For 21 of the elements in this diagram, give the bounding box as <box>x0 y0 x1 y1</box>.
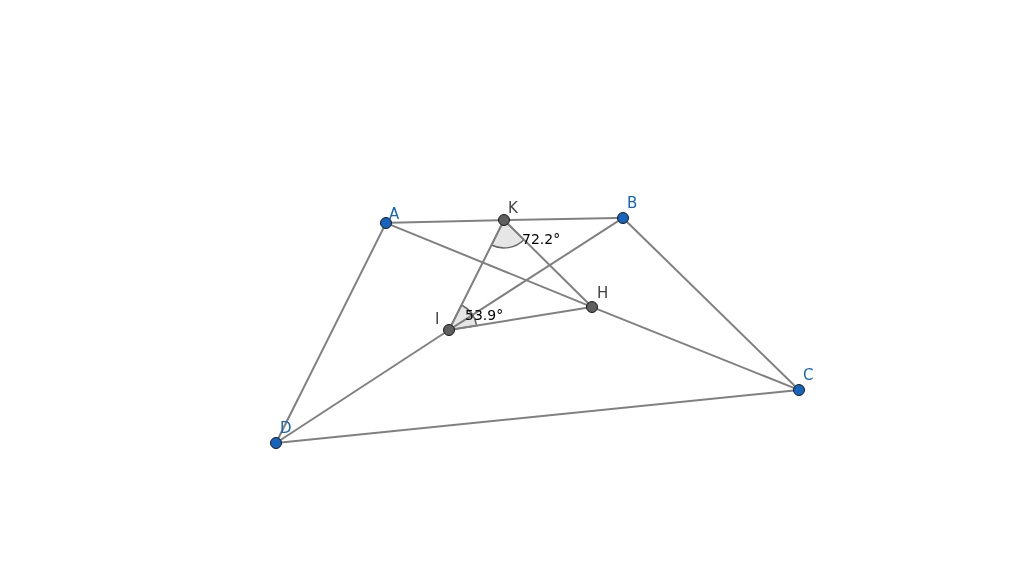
line-segment <box>452 219 620 329</box>
point-label: K <box>508 201 518 216</box>
point-label: A <box>389 207 400 222</box>
line-segment <box>595 307 796 390</box>
point-label: I <box>435 312 440 327</box>
line-segment <box>450 223 503 327</box>
angle-value: 53.9° <box>465 308 504 322</box>
angle-value: 72.2° <box>522 232 561 246</box>
line-segment <box>506 222 590 305</box>
point-label: C <box>803 368 814 383</box>
line-segment <box>452 306 589 331</box>
line-segment <box>390 219 500 224</box>
point-label: H <box>597 286 609 301</box>
point-label: D <box>280 421 292 436</box>
line-segment <box>279 389 796 444</box>
line-segment <box>389 223 589 307</box>
line-segment <box>625 220 797 388</box>
point-label: B <box>627 196 638 211</box>
line-segment <box>277 226 385 440</box>
line-segment <box>508 217 619 221</box>
line-segment <box>279 331 446 442</box>
